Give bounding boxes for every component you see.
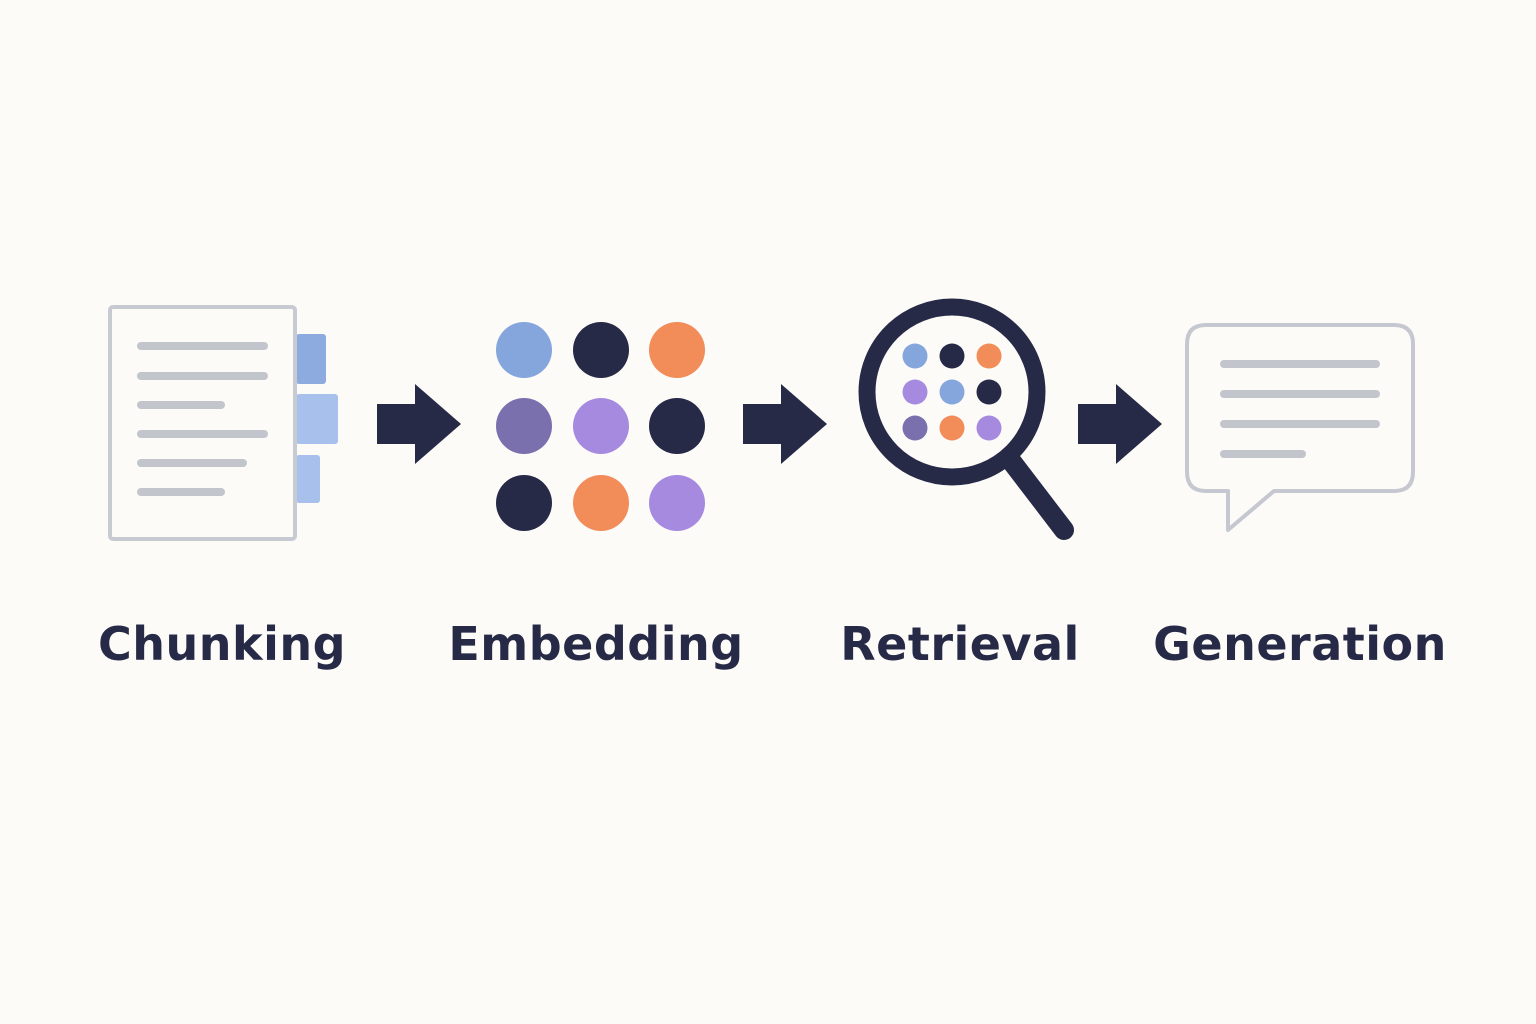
- chunk-tab-1: [296, 334, 326, 384]
- stage-label-embedding: Embedding: [448, 617, 744, 671]
- vector-dots-grid-icon: [496, 322, 705, 531]
- arrow-right-icon: [743, 384, 827, 464]
- stage-label-generation: Generation: [1153, 617, 1447, 671]
- magnifier-search-icon: [858, 298, 1074, 540]
- arrow-right-icon: [1078, 384, 1162, 464]
- document-chunks-icon: [108, 305, 338, 541]
- document-page: [108, 305, 297, 541]
- bubble-text-lines: [1220, 360, 1380, 458]
- stage-label-chunking: Chunking: [97, 617, 347, 671]
- speech-bubble-icon: [1185, 323, 1415, 532]
- document-text-lines: [137, 342, 268, 496]
- arrow-right-icon: [377, 384, 461, 464]
- chunk-tab-3: [296, 455, 320, 503]
- stage-label-retrieval: Retrieval: [840, 617, 1080, 671]
- chunk-tab-2: [296, 394, 338, 444]
